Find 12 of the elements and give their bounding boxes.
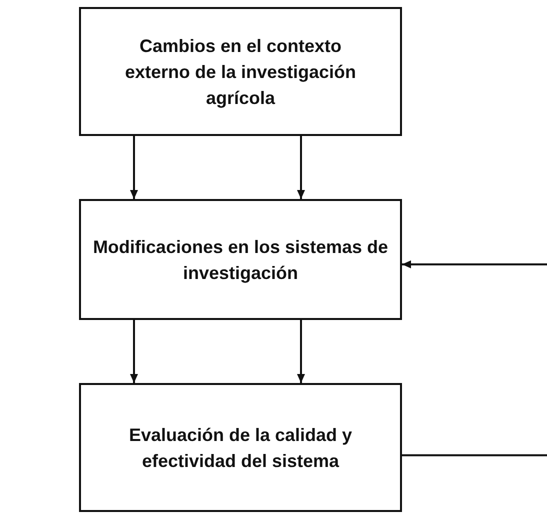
process-box xyxy=(79,383,402,512)
box-text: Cambios en el contexto externo de la investigación agrícola xyxy=(124,34,358,110)
arrow xyxy=(297,136,305,199)
box-text: Modificaciones en los sistemas de investigación xyxy=(92,236,390,285)
arrow xyxy=(130,136,138,199)
box-text: Evaluación de la calidad y efectividad del sistema xyxy=(128,424,354,472)
process-box xyxy=(79,7,402,136)
process-box xyxy=(79,199,402,320)
arrow xyxy=(402,260,547,268)
connector-line xyxy=(402,454,547,456)
arrow xyxy=(130,320,138,383)
arrow xyxy=(297,320,305,383)
